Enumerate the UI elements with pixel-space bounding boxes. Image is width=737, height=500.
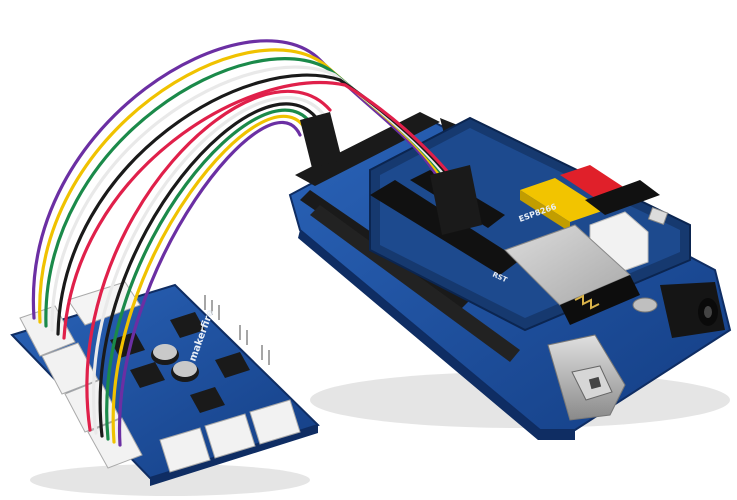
shield-right-header [585, 180, 660, 215]
wire-purple-2 [118, 120, 302, 447]
driver-pin-headers [204, 295, 270, 365]
wire-white-1 [50, 65, 462, 332]
shadow-driver [30, 464, 310, 496]
mega-crystal [632, 297, 658, 313]
mega-header-left-long-2 [310, 205, 520, 362]
wire-red-2 [85, 89, 332, 432]
driver-top-connector [67, 281, 141, 326]
wire-purple-1 [31, 39, 447, 320]
driver-bottom-connectors [159, 399, 301, 473]
esp8266-module [504, 224, 640, 325]
shield-button [647, 206, 669, 226]
driver-chips [110, 312, 250, 413]
usb-b-port [547, 334, 626, 421]
ribbon-cables [31, 39, 472, 447]
power-jack [660, 282, 725, 338]
wire-green-2 [105, 108, 314, 441]
cable-plugs-mega [300, 112, 482, 235]
driver-capacitors [151, 344, 199, 382]
driver-pcb-edge [150, 425, 318, 486]
wire-yellow-2 [111, 114, 308, 444]
red-header-row [560, 165, 625, 198]
wire-white-2 [92, 96, 326, 435]
wire-red-1 [62, 80, 472, 340]
wire-black-2 [98, 102, 320, 438]
yellow-header-row [520, 178, 605, 232]
